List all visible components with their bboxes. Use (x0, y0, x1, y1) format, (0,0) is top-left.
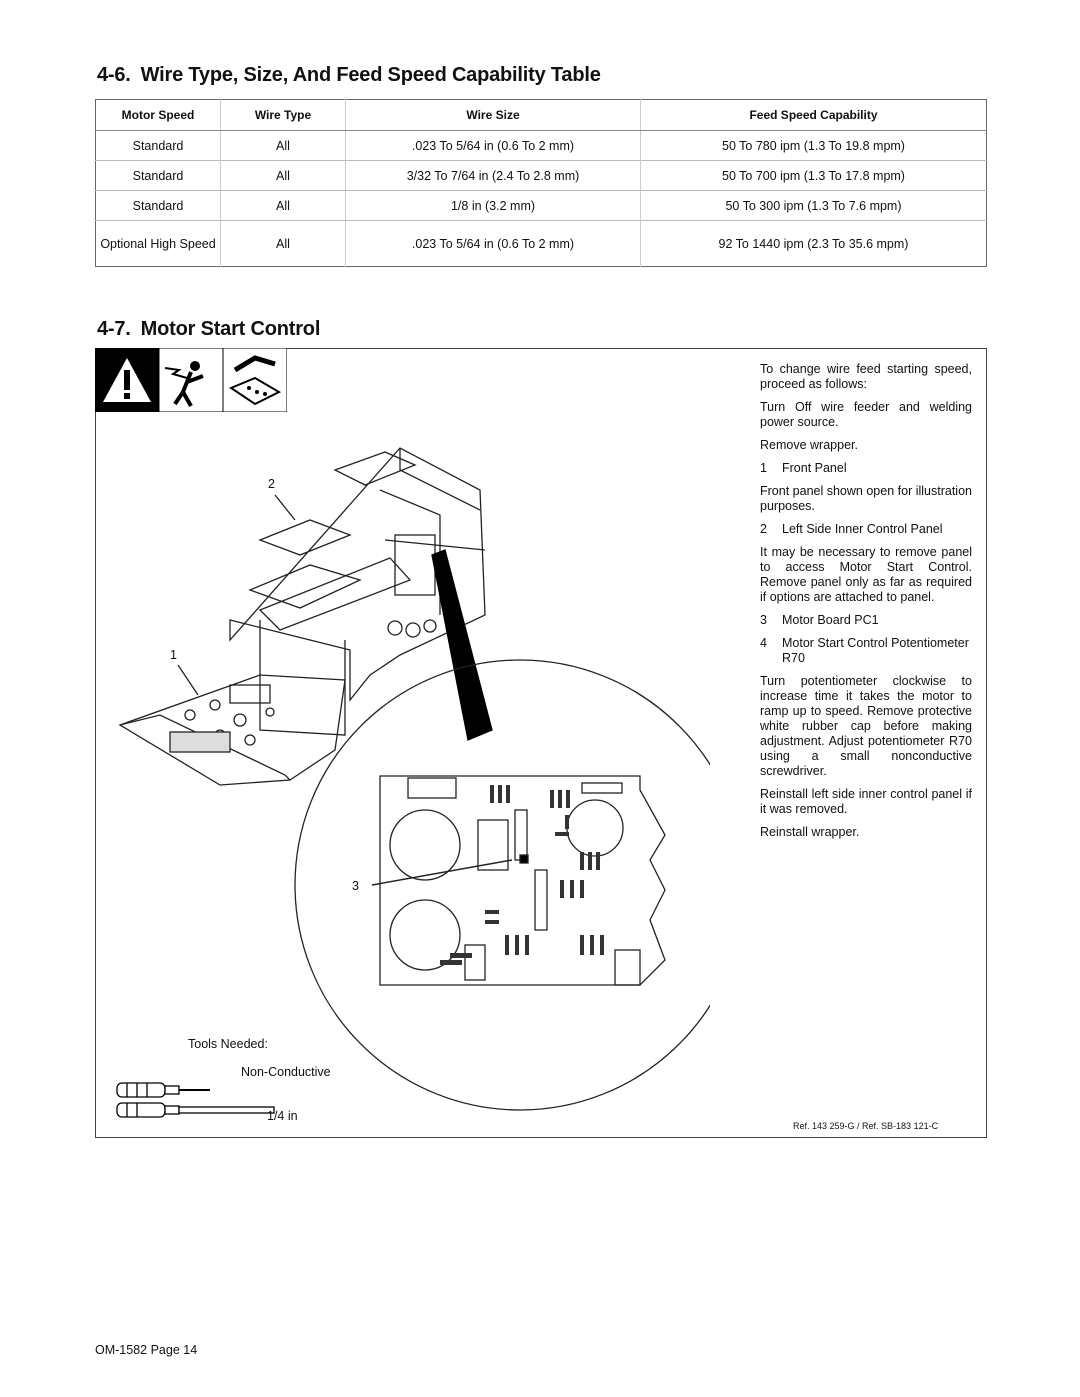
instruction-note: Turn potentiometer clockwise to increase… (760, 674, 972, 778)
section-heading-4-7: 4-7. Motor Start Control (97, 318, 320, 341)
table-row: Optional High Speed All .023 To 5/64 in … (95, 220, 987, 267)
tools-needed-label: Tools Needed: (188, 1037, 268, 1051)
instruction-note: Reinstall left side inner control panel … (760, 787, 972, 816)
item-label: Front Panel (782, 461, 847, 475)
table-cell: 1/8 in (3.2 mm) (345, 190, 641, 221)
table-cell: Optional High Speed (95, 220, 221, 267)
wire-capability-table: Motor Speed Wire Type Wire Size Feed Spe… (95, 99, 987, 267)
callout-1: 1 (170, 648, 177, 662)
item-number: 1 (760, 461, 767, 475)
list-item: 2 Left Side Inner Control Panel (760, 522, 972, 537)
tools-icons (116, 1082, 275, 1118)
column-header: Wire Type (220, 99, 346, 131)
table-cell: .023 To 5/64 in (0.6 To 2 mm) (345, 220, 641, 267)
section-number: 4-7. (97, 318, 131, 340)
callout-3: 3 (352, 879, 359, 893)
section-number: 4-6. (97, 64, 131, 86)
table-header-row: Motor Speed Wire Type Wire Size Feed Spe… (95, 99, 987, 131)
quarter-inch-label: 1/4 in (267, 1109, 298, 1123)
instructions-column: To change wire feed starting speed, proc… (760, 362, 972, 848)
table-cell: 3/32 To 7/64 in (2.4 To 2.8 mm) (345, 160, 641, 191)
section-title: Motor Start Control (140, 318, 321, 340)
item-label: Motor Board PC1 (782, 613, 879, 627)
item-label: Motor Start Control Potentiometer R70 (782, 636, 969, 665)
table-cell: All (220, 220, 346, 267)
column-header: Motor Speed (95, 99, 221, 131)
column-header: Feed Speed Capability (640, 99, 987, 131)
table-cell: Standard (95, 160, 221, 191)
instruction-note: It may be necessary to remove panel to a… (760, 545, 972, 604)
table-cell: Standard (95, 130, 221, 161)
figure-frame (95, 348, 987, 1138)
instruction-remove-wrapper: Remove wrapper. (760, 438, 858, 452)
instruction-turn-off: Turn Off wire feeder and welding power s… (760, 400, 972, 429)
column-header: Wire Size (345, 99, 641, 131)
table-cell: 50 To 300 ipm (1.3 To 7.6 mpm) (640, 190, 987, 221)
non-conductive-label: Non-Conductive (241, 1065, 331, 1079)
reference-number: Ref. 143 259-G / Ref. SB-183 121-C (793, 1121, 939, 1131)
instruction-final: Reinstall wrapper. (760, 825, 860, 839)
item-label: Left Side Inner Control Panel (782, 522, 943, 536)
table-cell: All (220, 130, 346, 161)
instruction-intro: To change wire feed starting speed, proc… (760, 362, 972, 391)
screwdriver-icon (116, 1082, 166, 1098)
table-cell: All (220, 160, 346, 191)
callout-2: 2 (268, 477, 275, 491)
list-item: 1 Front Panel (760, 461, 972, 476)
list-item: 4 Motor Start Control Potentiometer R70 (760, 636, 972, 666)
nut-driver-icon (116, 1102, 166, 1118)
table-row: Standard All 3/32 To 7/64 in (2.4 To 2.8… (95, 160, 987, 191)
page-footer: OM-1582 Page 14 (95, 1343, 198, 1357)
item-number: 4 (760, 636, 767, 650)
table-cell: 50 To 700 ipm (1.3 To 17.8 mpm) (640, 160, 987, 191)
table-row: Standard All .023 To 5/64 in (0.6 To 2 m… (95, 130, 987, 161)
table-cell: 92 To 1440 ipm (2.3 To 35.6 mpm) (640, 220, 987, 267)
section-title: Wire Type, Size, And Feed Speed Capabili… (140, 64, 601, 86)
item-number: 2 (760, 522, 767, 536)
table-cell: All (220, 190, 346, 221)
table-cell: .023 To 5/64 in (0.6 To 2 mm) (345, 130, 641, 161)
instruction-note: Front panel shown open for illustration … (760, 484, 972, 513)
list-item: 3 Motor Board PC1 (760, 613, 972, 628)
safety-warning-icons (95, 348, 287, 412)
table-cell: 50 To 780 ipm (1.3 To 19.8 mpm) (640, 130, 987, 161)
table-row: Standard All 1/8 in (3.2 mm) 50 To 300 i… (95, 190, 987, 221)
section-heading-4-6: 4-6. Wire Type, Size, And Feed Speed Capa… (97, 64, 601, 87)
motor-board-illustration (118, 447, 710, 1111)
item-number: 3 (760, 613, 767, 627)
table-cell: Standard (95, 190, 221, 221)
